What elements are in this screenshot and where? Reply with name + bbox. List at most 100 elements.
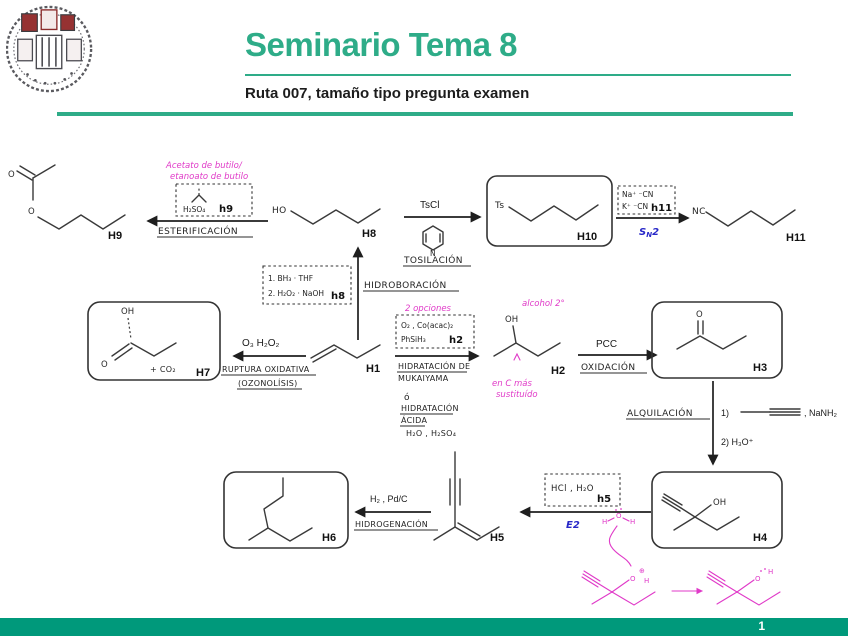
compound-h9-structure: O O H9 [8, 164, 126, 242]
hydroboration-tag: h8 [331, 291, 345, 302]
acid-hydration-label-1: HIDRATACIÓN [401, 402, 459, 413]
h11-label: H11 [786, 232, 806, 244]
esterification-step: Acetato de butilo/ etanoato de butilo H₂… [146, 161, 268, 238]
esterification-label: ESTERIFICACIÓN [158, 225, 238, 237]
mukaiyama-label-2: MUKAIYAMA [398, 374, 449, 383]
sn2-reagent-1: Na⁺ ⁻CN [622, 190, 653, 199]
hydrogenation-reagent: H₂ , Pd/C [370, 494, 408, 504]
tosylation-label: TOSILACIÓN [403, 254, 463, 266]
compound-h6-structure: H6 [223, 471, 349, 549]
sn2-reagent-2: K⁺ ⁻CN [622, 202, 648, 211]
h7-oh-group: OH [121, 307, 134, 317]
h7-co2-note: + CO₂ [150, 365, 176, 374]
ozonolysis-label-2: (OZONOLÍSIS) [238, 377, 298, 388]
e2-mechanism-label: E2 [566, 520, 580, 531]
h3-box [651, 301, 783, 379]
compound-h5-structure: H5 [433, 451, 504, 544]
hydrogenation-step: H₂ , Pd/C HIDROGENACIÓN [354, 494, 438, 531]
ozonolysis-label-1: RUPTURA OXIDATIVA [222, 365, 310, 374]
hydrogenation-label: HIDROGENACIÓN [355, 518, 428, 529]
compound-h4-structure: OH H4 [651, 471, 783, 549]
page-number: 1 [758, 619, 765, 633]
hydroboration-reagent-1: 1. BH₃ · THF [268, 274, 313, 283]
h7-label: H7 [196, 367, 210, 379]
h11-reagent-box [617, 185, 676, 215]
alkylation-label: ALQUILACIÓN [627, 407, 693, 419]
h4-box [651, 471, 783, 549]
ester-tag: h9 [219, 204, 233, 215]
h1-label: H1 [366, 363, 380, 375]
h10-label: H10 [577, 231, 597, 243]
e2-mechanism-sketch: H O H O H ⊕ O [581, 508, 781, 606]
h9-reagent-box [175, 183, 253, 217]
seal-emblems [17, 9, 82, 85]
ester-reagent: H₂SO₄ [183, 205, 205, 214]
alkylation-step: ALQUILACIÓN 1) , NaNH₂ 2) H₃O⁺ [626, 381, 838, 466]
ozonolysis-reagent: O₃ H₂O₂ [242, 338, 280, 349]
h7-carbonyl-oxygen: O [101, 360, 108, 370]
alkylation-step1-suffix: , NaNH₂ [804, 408, 838, 418]
secondary-alcohol-note: alcohol 2° [522, 299, 565, 309]
sn2-tag: h11 [651, 203, 672, 214]
compound-h11-structure: NC H11 [692, 207, 806, 244]
water-h1: H [602, 518, 607, 526]
compound-h10-structure: Ts H10 [486, 175, 613, 247]
water-h2: H [630, 518, 635, 526]
tosylation-step: TsCl N TOSILACIÓN [403, 200, 482, 267]
ozonolysis-step: O₃ H₂O₂ RUPTURA OXIDATIVA (OZONOLÍSIS) [221, 338, 316, 390]
acid-hydration-reagents: H₂O , H₂SO₄ [406, 429, 456, 438]
h2-label: H2 [551, 365, 565, 377]
mechanism-curve [608, 525, 632, 567]
header-divider [57, 112, 793, 116]
acid-hydration-label-2: ÁCIDA [401, 414, 427, 425]
page-subtitle: Ruta 007, tamaño tipo pregunta examen [245, 85, 530, 102]
seal-inner-ring [13, 13, 85, 85]
footer-bar: 1 [0, 618, 848, 636]
compound-h8-structure: HO H8 [272, 206, 381, 240]
h4-label: H4 [753, 532, 768, 544]
h11-nc-group: NC [692, 207, 706, 217]
structure-b-hydrogen: H [768, 568, 773, 576]
pink-carbon-arrow [513, 352, 521, 361]
compound-h7-structure: OH O + CO₂ H7 [87, 301, 221, 381]
h2-reagent-box [395, 314, 475, 349]
h2-oh-group: OH [505, 315, 518, 325]
h9-label: H9 [108, 230, 122, 242]
mukaiyama-reagent-1: O₂ , Co(acac)₂ [401, 321, 453, 330]
h4-oh-group: OH [713, 498, 726, 508]
h3-ketone-oxygen: O [696, 310, 703, 320]
structure-a-hydrogen: H [644, 577, 649, 585]
structure-a-plus-charge: ⊕ [639, 567, 645, 575]
h5-label: H5 [490, 532, 504, 544]
h8-ho-group: HO [272, 206, 287, 216]
ester-pink-note-1: Acetato de butilo/ [165, 161, 243, 171]
pyridine-ring [422, 225, 444, 251]
ester-pink-note-2: etanoato de butilo [170, 172, 248, 182]
sn2-mechanism-label: SN2 [639, 227, 659, 239]
h7-box [87, 301, 221, 381]
e2-reagent: HCl , H₂O [551, 484, 594, 494]
tosylation-reagent: TsCl [420, 200, 439, 211]
mukaiyama-label-1: HIDRATACIÓN DE [398, 360, 470, 371]
hydroboration-step: 1. BH₃ · THF 2. H₂O₂ · NaOH h8 HIDROBORA… [262, 246, 459, 340]
h10-ts-group: Ts [494, 201, 505, 211]
water-o: O [616, 512, 622, 520]
page-title: Seminario Tema 8 [245, 26, 518, 63]
compound-h2-structure: OH H2 alcohol 2° en C más sustituído [492, 299, 565, 400]
substituted-carbon-note-1: en C más [492, 379, 532, 389]
h3-label: H3 [753, 362, 767, 374]
structure-b-oxygen: O [755, 575, 761, 583]
h6-box [223, 471, 349, 549]
acid-hydration-or: ó [404, 392, 410, 403]
acetic-acid-sketch [191, 194, 207, 203]
mukaiyama-step: 2 opciones O₂ , Co(acac)₂ PhSiH₃ h2 HIDR… [395, 304, 480, 438]
alkylation-step2: 2) H₃O⁺ [721, 437, 754, 447]
title-underline [245, 74, 791, 76]
sn2-step: Na⁺ ⁻CN K⁺ ⁻CN h11 SN2 [616, 185, 690, 239]
oxidation-label: OXIDACIÓN [581, 361, 635, 373]
mukaiyama-pink-note: 2 opciones [405, 304, 452, 314]
e2-tag: h5 [597, 494, 611, 505]
h9-carbonyl-oxygen: O [8, 170, 15, 180]
